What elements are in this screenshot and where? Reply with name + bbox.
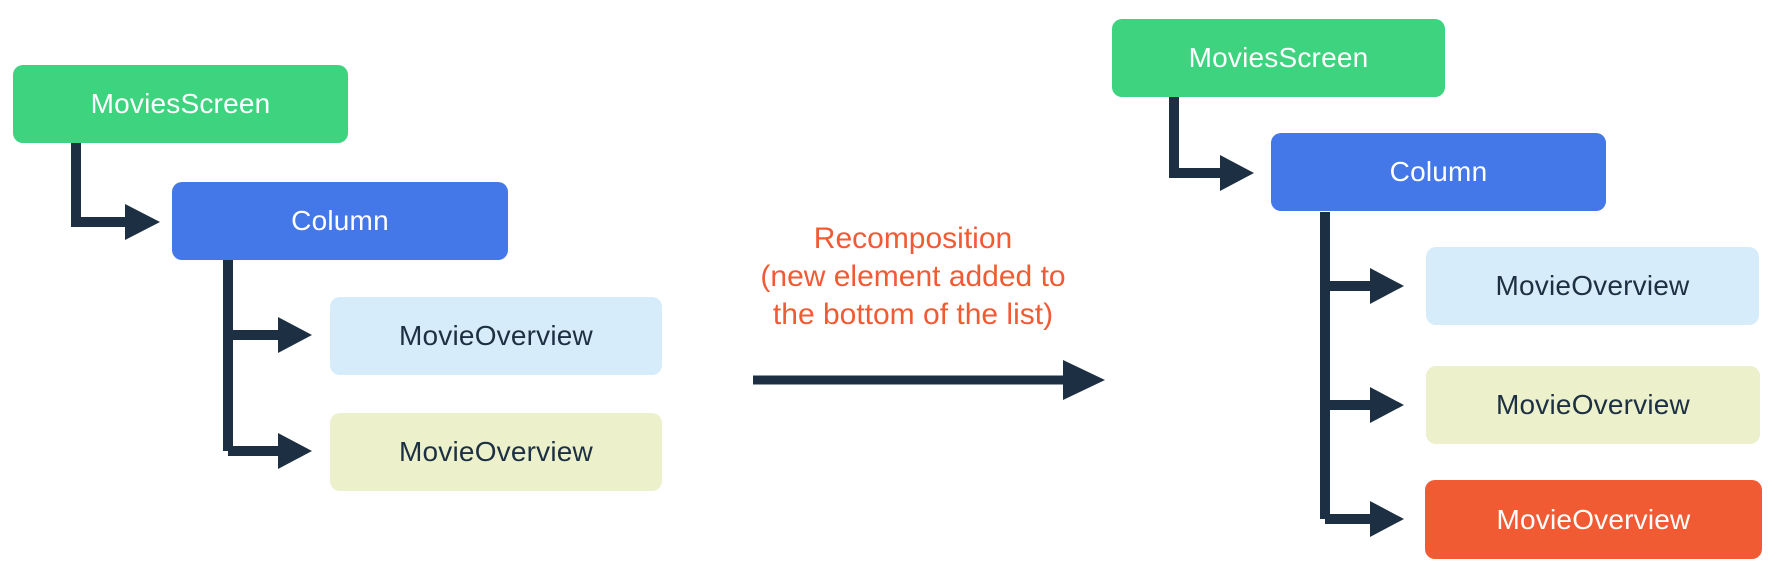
left-branch-2-arrowhead <box>278 433 312 469</box>
left-column-node: Column <box>172 182 508 260</box>
recomposition-caption-line-1: Recomposition <box>813 222 1013 255</box>
right-movieoverview-2-node: MovieOverview <box>1426 366 1760 444</box>
left-root-to-column-line <box>71 143 125 227</box>
left-movieoverview-1-node: MovieOverview <box>330 297 662 375</box>
left-root-to-column-arrowhead <box>125 204 160 240</box>
recomposition-arrowhead <box>1063 360 1105 400</box>
right-branch-3-arrowhead <box>1370 501 1404 537</box>
left-branch-1-arrowhead <box>278 317 312 353</box>
right-movieoverview-1-node: MovieOverview <box>1426 247 1759 325</box>
right-branch-1-arrowhead <box>1370 268 1404 304</box>
left-movieoverview-2-node: MovieOverview <box>330 413 662 491</box>
recomposition-caption-line-3: the bottom of the list) <box>772 298 1054 331</box>
right-column-node: Column <box>1271 133 1606 211</box>
right-movieoverview-3-node-new: MovieOverview <box>1425 480 1762 559</box>
right-moviesscreen-node: MoviesScreen <box>1112 19 1445 97</box>
right-root-to-column-line <box>1169 97 1220 178</box>
left-moviesscreen-node: MoviesScreen <box>13 65 348 143</box>
recomposition-caption-line-2: (new element added to <box>760 260 1066 293</box>
right-root-to-column-arrowhead <box>1220 155 1254 191</box>
right-branch-2-arrowhead <box>1370 387 1404 423</box>
recomposition-caption: Recomposition (new element added to the … <box>648 220 1178 334</box>
